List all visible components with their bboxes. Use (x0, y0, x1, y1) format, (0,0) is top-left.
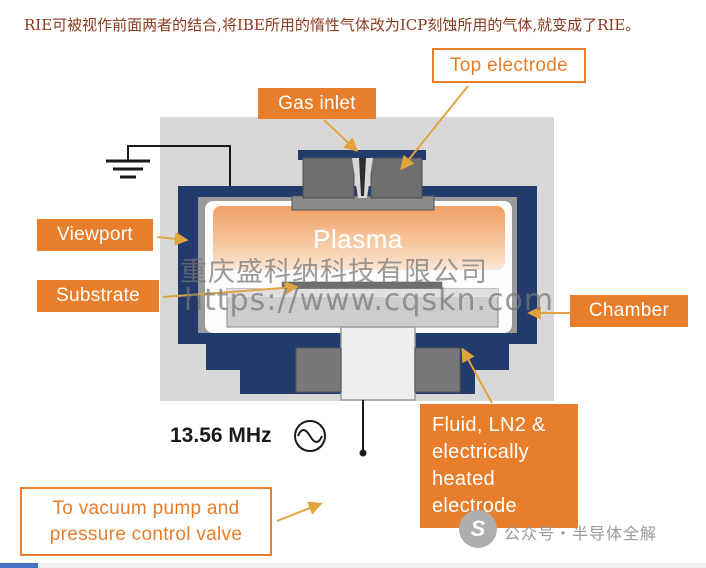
ground-icon (106, 145, 231, 188)
plasma-region (213, 206, 505, 270)
label-gas-inlet: Gas inlet (258, 88, 376, 119)
label-substrate: Substrate (37, 280, 159, 312)
label-vacuum-pump: To vacuum pump and pressure control valv… (20, 487, 272, 557)
connector-substrate (162, 280, 299, 298)
plasma-label: Plasma (313, 224, 403, 254)
frequency-label: 13.56 MHz (170, 424, 272, 447)
ac-source-icon (294, 420, 326, 452)
rf-feed-wire (359, 400, 367, 457)
connector-vacuum-pump (276, 501, 323, 522)
bottom-strip (0, 563, 706, 568)
wechat-logo-icon: S (459, 510, 497, 548)
connector-fluid-electrode (461, 347, 493, 404)
caption-text: RIE可被视作前面两者的结合,将IBE所用的惰性气体改为ICP刻蚀所用的气体,就… (24, 16, 641, 34)
bottom-flange-blocks (295, 347, 461, 393)
bottom-progress-segment (0, 563, 38, 568)
label-fluid-electrode: Fluid, LN2 & electrically heated electro… (420, 404, 578, 528)
label-chamber: Chamber (570, 295, 688, 327)
lower-electrode-plate (226, 288, 499, 328)
label-top-electrode: Top electrode (432, 48, 586, 83)
wechat-account-label: 公众号・半导体全解 (504, 526, 658, 543)
connector-gas-inlet (323, 119, 359, 152)
label-viewport: Viewport (37, 219, 153, 251)
watermark-company: 重庆盛科纳科技有限公司 (180, 257, 488, 288)
connector-top-electrode (400, 85, 469, 171)
top-electrode-assembly (298, 150, 426, 199)
watermark-url: https://www.cqskn.com (184, 283, 555, 318)
connector-viewport (156, 231, 189, 246)
electrode-stem (340, 326, 416, 401)
